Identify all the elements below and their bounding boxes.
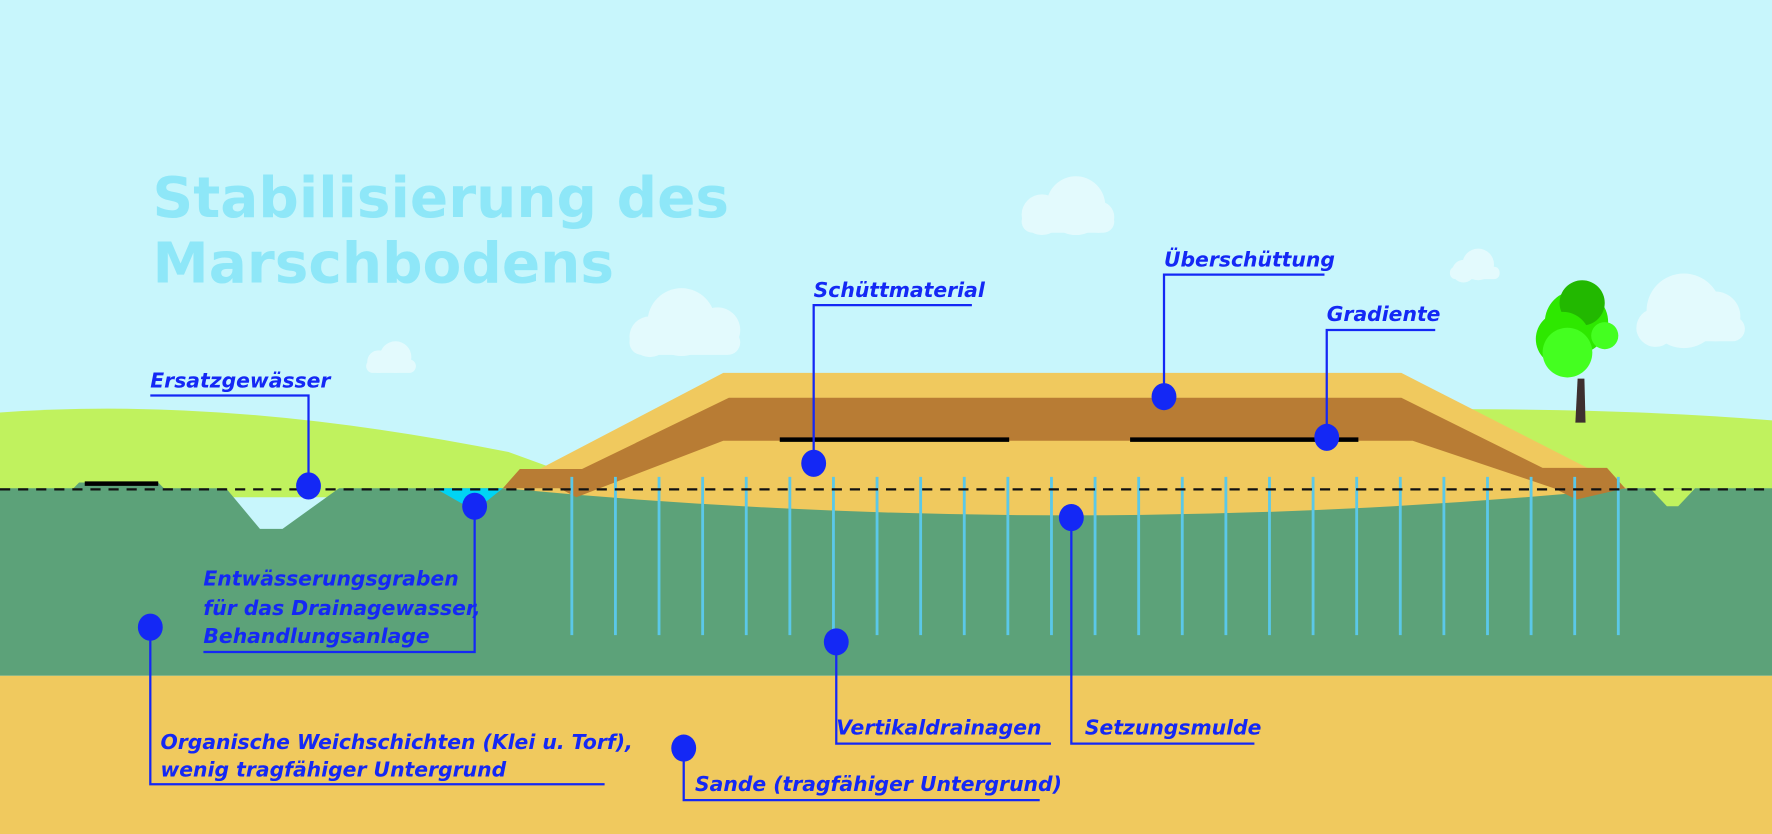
embankment-material (502, 397, 1626, 500)
label-sande: Sande (tragfähiger Untergrund) (695, 772, 1062, 796)
label-schuettmaterial: Schüttmaterial (814, 278, 986, 302)
label-vertikaldrainagen: Vertikaldrainagen (836, 716, 1041, 740)
title-line-2: Marschbodens (153, 232, 614, 297)
cloud (1636, 273, 1745, 349)
label-entwaesserung-3: Behandlungsanlage (203, 624, 429, 648)
annotations (149, 273, 1436, 802)
cloud (366, 341, 416, 373)
label-entwaesserung-1: Entwässerungsgraben (203, 566, 458, 590)
cloud (1449, 248, 1500, 283)
cloud (629, 288, 741, 358)
annotation-dots (137, 383, 1340, 762)
tree-grass-notch (1649, 488, 1696, 507)
label-entwaesserung-2: für das Drainagewasser, (203, 596, 480, 620)
label-setzungsmulde: Setzungsmulde (1085, 716, 1262, 740)
title-line-1: Stabilisierung des (153, 166, 730, 231)
sand-subsoil (0, 675, 1772, 834)
grass-hill-left (0, 408, 633, 498)
soft-soil-layer (0, 482, 1772, 676)
label-ueberschuettung: Überschüttung (1164, 247, 1335, 272)
label-organisch-1: Organische Weichschichten (Klei u. Torf)… (160, 730, 632, 754)
tree-icon (1535, 280, 1619, 423)
label-gradiente: Gradiente (1327, 302, 1441, 326)
label-ersatzgewaesser: Ersatzgewässer (150, 369, 332, 393)
clouds (366, 176, 1745, 373)
vertical-drains (570, 476, 1620, 636)
cloud (1021, 176, 1115, 236)
label-organisch-2: wenig tragfähiger Untergrund (160, 757, 506, 781)
